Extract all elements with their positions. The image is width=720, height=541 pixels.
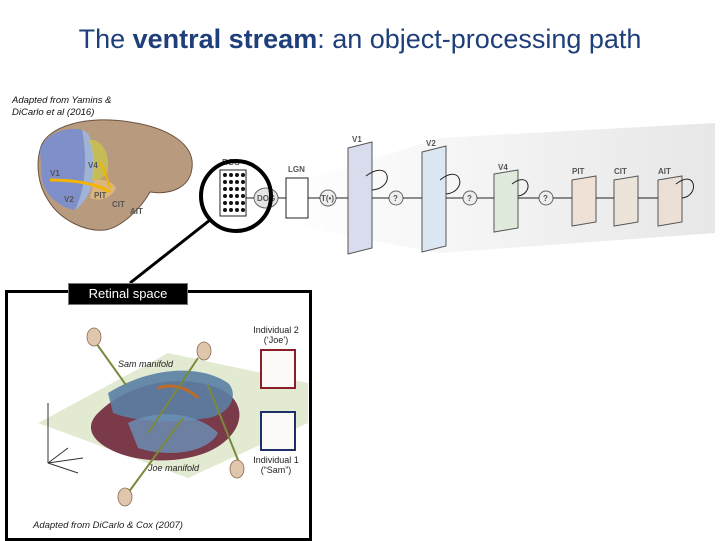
rgc-dot bbox=[235, 180, 239, 184]
individual1-label: Individual 1 (“Sam”) bbox=[244, 455, 308, 475]
brain-label-v4: V4 bbox=[88, 161, 98, 170]
sam-manifold-label: Sam manifold bbox=[118, 359, 174, 369]
model-label-pit: PIT bbox=[572, 167, 585, 176]
joe-face-frame bbox=[260, 349, 296, 389]
manifold-figure bbox=[38, 327, 308, 507]
title-part1: The bbox=[78, 24, 133, 54]
joe-manifold-label: Joe manifold bbox=[148, 463, 200, 473]
model-label-v2: V2 bbox=[426, 139, 436, 148]
title-part2: : an object-processing path bbox=[317, 24, 642, 54]
title-bold: ventral stream bbox=[132, 24, 318, 54]
individual2-label: Individual 2 (‘Joe’) bbox=[246, 325, 306, 345]
monkey-brain-figure: V1 V4 V2 PIT CIT AIT bbox=[37, 119, 193, 231]
model-label-lgn: LGN bbox=[288, 165, 305, 174]
retinal-space-label: Retinal space bbox=[68, 283, 188, 305]
rgc-dot bbox=[229, 208, 233, 212]
citation-top: Adapted from Yamins & DiCarlo et al (201… bbox=[12, 95, 112, 118]
slide-title: The ventral stream: an object-processing… bbox=[0, 24, 720, 55]
individual2-name: (‘Joe’) bbox=[263, 335, 289, 345]
brain-label-cit: CIT bbox=[112, 200, 125, 209]
model-label-ait: AIT bbox=[658, 167, 671, 176]
model-label-cit: CIT bbox=[614, 167, 627, 176]
model-q-2: ? bbox=[467, 194, 472, 203]
rgc-grid bbox=[219, 169, 247, 217]
rgc-dot bbox=[223, 201, 227, 205]
citation-bottom: Adapted from DiCarlo & Cox (2007) bbox=[33, 520, 183, 531]
model-label-t: T(•) bbox=[321, 194, 334, 203]
rgc-dot bbox=[223, 180, 227, 184]
rgc-dot bbox=[229, 187, 233, 191]
retinal-space-panel: Sam manifold Joe manifold Individual 2 (… bbox=[5, 290, 312, 541]
rgc-dot bbox=[223, 173, 227, 177]
brain-label-v1: V1 bbox=[50, 169, 60, 178]
rgc-dot bbox=[241, 180, 245, 184]
rgc-dot bbox=[235, 187, 239, 191]
sam-face-frame bbox=[260, 411, 296, 451]
rgc-dot bbox=[235, 173, 239, 177]
model-q-3: ? bbox=[543, 194, 548, 203]
rgc-dot bbox=[241, 194, 245, 198]
rgc-dot bbox=[241, 201, 245, 205]
rgc-dot bbox=[241, 187, 245, 191]
individual2-title: Individual 2 bbox=[253, 325, 299, 335]
rgc-dot bbox=[223, 194, 227, 198]
model-label-dog: DOG bbox=[257, 194, 275, 203]
rgc-dot bbox=[229, 194, 233, 198]
rgc-dot bbox=[241, 208, 245, 212]
brain-label-v2: V2 bbox=[64, 195, 74, 204]
model-label-v1: V1 bbox=[352, 135, 362, 144]
model-q-1: ? bbox=[393, 194, 398, 203]
rgc-dot bbox=[229, 180, 233, 184]
rgc-dot bbox=[241, 173, 245, 177]
model-hierarchy-figure: RGC DOG LGN T(•) V1 ? V2 ? V4 ? PIT CIT … bbox=[219, 123, 715, 255]
rgc-dot bbox=[223, 208, 227, 212]
rgc-dot bbox=[229, 201, 233, 205]
individual1-name: (“Sam”) bbox=[260, 465, 292, 475]
rgc-dot bbox=[235, 201, 239, 205]
model-label-v4: V4 bbox=[498, 163, 508, 172]
rgc-dot bbox=[235, 208, 239, 212]
individual1-title: Individual 1 bbox=[253, 455, 299, 465]
rgc-dot bbox=[223, 187, 227, 191]
rgc-dot bbox=[235, 194, 239, 198]
brain-label-pit: PIT bbox=[94, 191, 107, 200]
brain-label-ait: AIT bbox=[130, 207, 143, 216]
rgc-dot bbox=[229, 173, 233, 177]
